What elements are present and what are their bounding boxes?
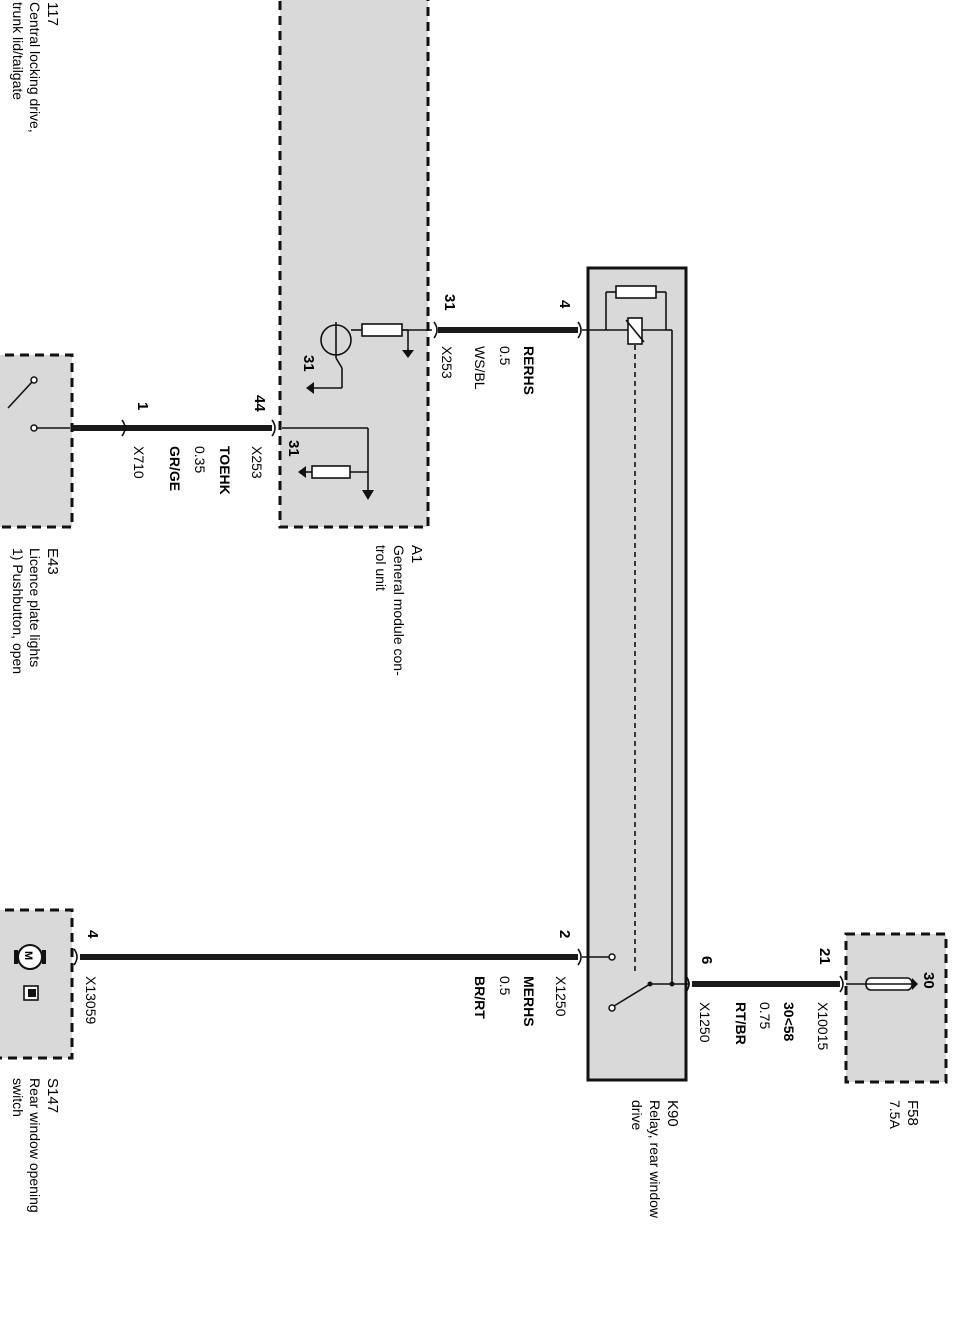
a1-ground-label-1: 31 [300,355,317,372]
k90-relay-coil [582,285,673,985]
toehk-pin-e43: 1 [134,402,151,410]
supply-connector-f58: X10015 [815,1002,831,1050]
toehk-connector-e43: X710 [131,446,147,479]
supply-pin-k90: 6 [698,956,715,964]
motor-icon: M [14,944,46,970]
e43-name-2: 1) Pushbutton, open [10,548,26,674]
s147-box [0,908,74,1060]
a1-transistor-circuit [306,322,432,394]
merhs-name: MERHS [521,976,537,1027]
supply-connector-k90: X1250 [697,1002,713,1043]
k90-id: K90 [664,1100,681,1127]
m117-name-1: Central locking drive, [27,2,43,133]
a1-name-1: General module con- [391,545,407,676]
e43-box [0,353,74,529]
supply-color: RT/BR [733,1002,749,1045]
rerhs-color: WS/BL [472,346,488,390]
k90-name-1: Relay, rear window [647,1100,663,1219]
a1-name-2: trol unit [373,545,389,591]
merhs-connector-k90: X1250 [553,976,569,1017]
svg-text:M: M [22,951,34,960]
k90-relay-switch [582,953,690,1012]
toehk-color: GR/GE [167,446,183,491]
e43-id: E43 [44,548,61,575]
toehk-connector-a1: X253 [249,446,265,479]
s147-name-2: switch [10,1078,26,1117]
a1-id: A1 [408,545,425,563]
connector-marks [73,321,844,993]
rerhs-connector: X253 [439,346,455,379]
supply-pin-f58: 21 [816,948,833,965]
toehk-gauge: 0.35 [192,446,208,473]
rerhs-pin-a1: 31 [441,294,458,311]
merhs-pin-s147: 4 [84,930,101,939]
toehk-name: TOEHK [217,446,233,495]
f58-fuse-icon [846,977,918,991]
k90-relay-box [586,266,688,1082]
f58-fuse-box [844,932,948,1084]
m117-id: 117 [44,2,61,26]
s147-name-1: Rear window opening [27,1078,43,1213]
a1-resistor-circuit [282,427,374,500]
f58-id: F58 [904,1100,921,1126]
m117-name-2: trunk lid/tailgate [10,2,26,100]
a1-ground-label-2: 31 [285,440,302,457]
rerhs-pin-k90: 4 [556,300,573,309]
f58-rating: 7.5A [887,1100,903,1129]
a1-module-box [278,0,430,529]
s147-id: S147 [44,1078,61,1113]
merhs-connector-s147: X13059 [83,976,99,1024]
supply-gauge: 0.75 [757,1002,773,1029]
toehk-pin-a1: 44 [251,395,268,412]
merhs-gauge: 0.5 [497,976,513,996]
k90-name-2: drive [629,1100,645,1131]
rerhs-name: RERHS [521,346,537,395]
merhs-color: BR/RT [472,976,488,1019]
merhs-pin-k90: 2 [556,930,573,938]
e43-name-1: Licence plate lights [27,548,43,667]
e43-pushbutton-icon [7,376,70,432]
f58-terminal-label: 30 [920,972,937,989]
rerhs-gauge: 0.5 [497,346,513,366]
supply-name: 30<58 [781,1002,797,1042]
switch-symbol-icon [23,985,39,1001]
